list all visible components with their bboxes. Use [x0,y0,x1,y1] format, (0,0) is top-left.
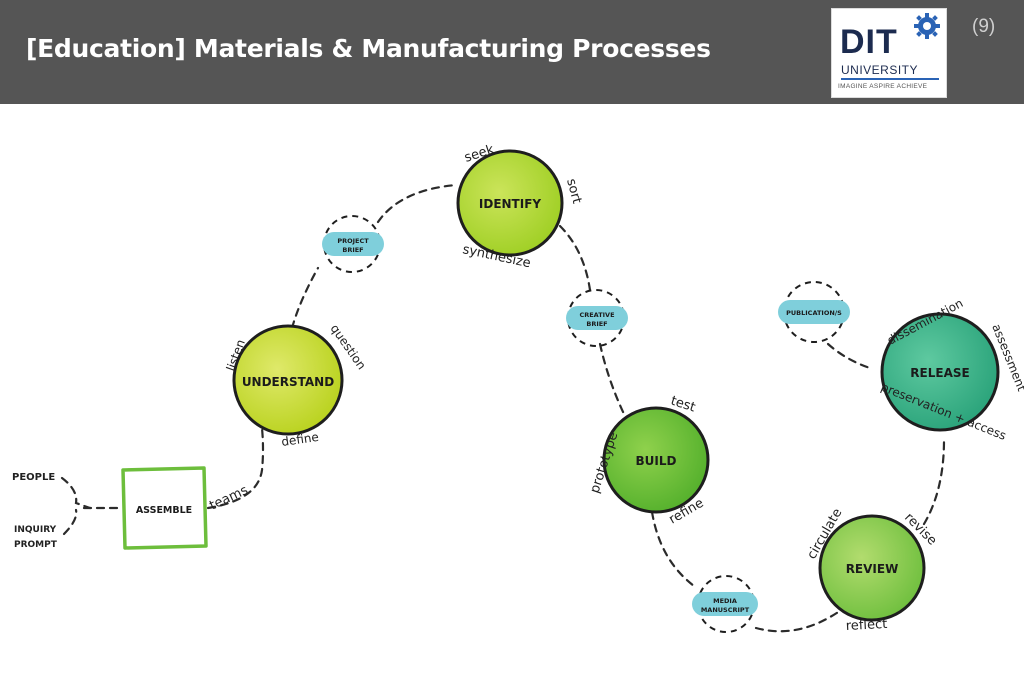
pill-project-brief-line2: BRIEF [342,246,363,254]
university-logo: DIT UNIVERSITY IMAGINE ASPIRE ACHIEVE [831,8,947,98]
node-release-label: RELEASE [910,366,969,380]
logo-sub-text: UNIVERSITY [841,63,919,77]
logo-main-text: DIT [840,23,898,61]
path-inputs-people [60,476,92,510]
logo-tagline: IMAGINE ASPIRE ACHIEVE [838,83,928,90]
page-number: (9) [972,16,996,37]
path-understand-project [290,266,320,330]
annotation-define: define [280,430,319,449]
pill-media-manuscript-line1: MEDIA [713,597,737,605]
process-diagram: PEOPLE INQUIRY PROMPT ASSEMBLE teams UND… [12,142,1024,634]
input-prompt: PROMPT [14,540,58,550]
pill-creative-brief [566,306,628,330]
node-understand-label: UNDERSTAND [242,375,334,389]
assemble-label: ASSEMBLE [136,505,192,516]
path-inputs-inquiry [62,508,78,536]
node-review [818,514,926,622]
header-bar: [Education] Materials & Manufacturing Pr… [0,0,1024,104]
pill-publications [778,300,850,324]
annotation-sort: sort [563,177,584,205]
node-build-label: BUILD [636,454,677,468]
path-identify-creative [558,224,592,292]
input-inquiry: INQUIRY [14,525,57,535]
logo-divider [841,78,939,80]
pill-media-manuscript [692,592,758,616]
path-review-release [922,438,946,526]
gear-icon [914,13,940,39]
node-release [880,312,1000,432]
page-title: [Education] Materials & Manufacturing Pr… [26,34,711,63]
node-review-label: REVIEW [846,562,899,576]
pill-publications-label: PUBLICATION/S [786,309,842,317]
path-build-media [650,510,696,588]
annotation-teams: teams [207,483,250,514]
path-creative-build [598,342,626,416]
pill-media-manuscript-line2: MANUSCRIPT [701,606,750,614]
annotation-reflect: reflect [845,617,887,634]
path-publications-release [826,342,872,370]
annotation-test: test [669,394,697,416]
pill-creative-brief-line1: CREATIVE [579,311,614,319]
node-understand [232,324,344,436]
assemble-box [121,466,208,550]
node-identify-label: IDENTIFY [479,197,542,211]
pill-project-brief [322,232,384,256]
pill-creative-brief-line2: BRIEF [586,320,607,328]
input-people: PEOPLE [12,472,55,483]
path-media-review [754,606,846,633]
path-project-identify [376,183,458,224]
node-build [602,406,710,514]
pill-project-brief-line1: PROJECT [337,237,369,245]
path-assemble-understand [206,426,265,510]
node-identify [456,149,564,257]
